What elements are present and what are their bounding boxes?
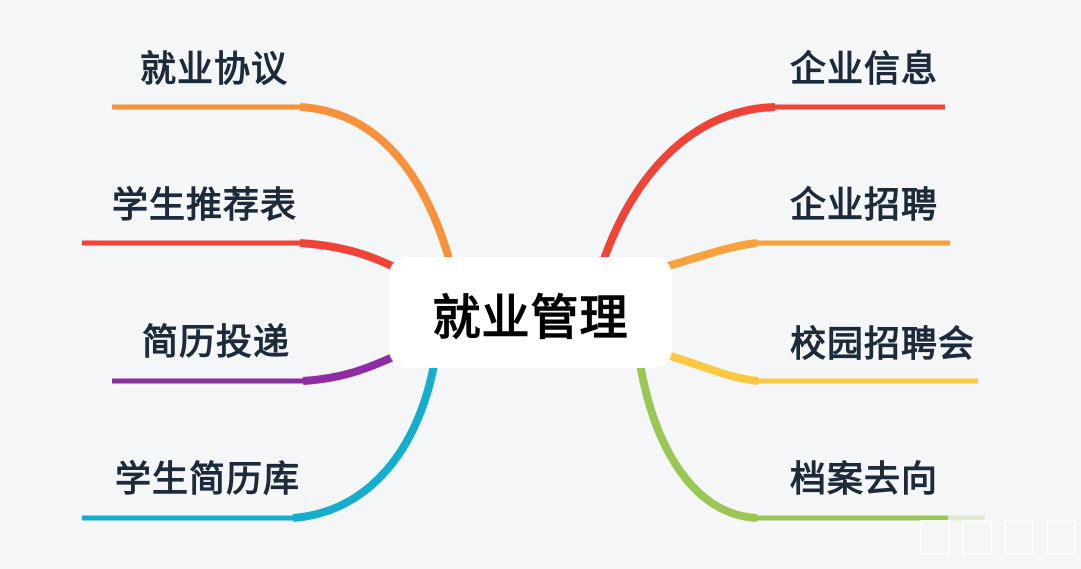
topic-resume-submission[interactable]: 简历投递 — [142, 321, 291, 362]
topic-enterprise-recruitment[interactable]: 企业招聘 — [790, 184, 939, 225]
topic-archive-destination[interactable]: 档案去向 — [790, 458, 939, 499]
branch-curve-enterprise-info — [599, 103, 776, 264]
branch-curve-enterprise-recruitment — [662, 239, 758, 271]
branch-curve-resume-submission — [302, 351, 400, 385]
branch-curve-student-recommendation-form — [299, 239, 400, 273]
watermark-glyph-box — [1004, 520, 1034, 555]
watermark-glyph-box — [962, 520, 992, 555]
watermark-glyph-box — [920, 520, 950, 555]
watermark-glyph-box — [1046, 520, 1076, 555]
root-node-label: 就业管理 — [432, 291, 629, 345]
topic-campus-job-fair[interactable]: 校园招聘会 — [790, 323, 976, 364]
topic-employment-agreement[interactable]: 就业协议 — [140, 48, 289, 89]
branch-curve-campus-job-fair — [662, 350, 759, 385]
topic-student-recommendation-form[interactable]: 学生推荐表 — [112, 184, 298, 225]
topic-student-resume-library[interactable]: 学生简历库 — [115, 458, 301, 499]
branch-curve-student-resume-library — [292, 364, 438, 522]
topic-enterprise-info[interactable]: 企业信息 — [790, 48, 939, 89]
root-node-employment-management[interactable]: 就业管理 — [389, 257, 672, 368]
watermark — [920, 520, 1076, 555]
branch-curve-archive-destination — [636, 363, 758, 522]
branch-curve-employment-agreement — [299, 103, 454, 264]
